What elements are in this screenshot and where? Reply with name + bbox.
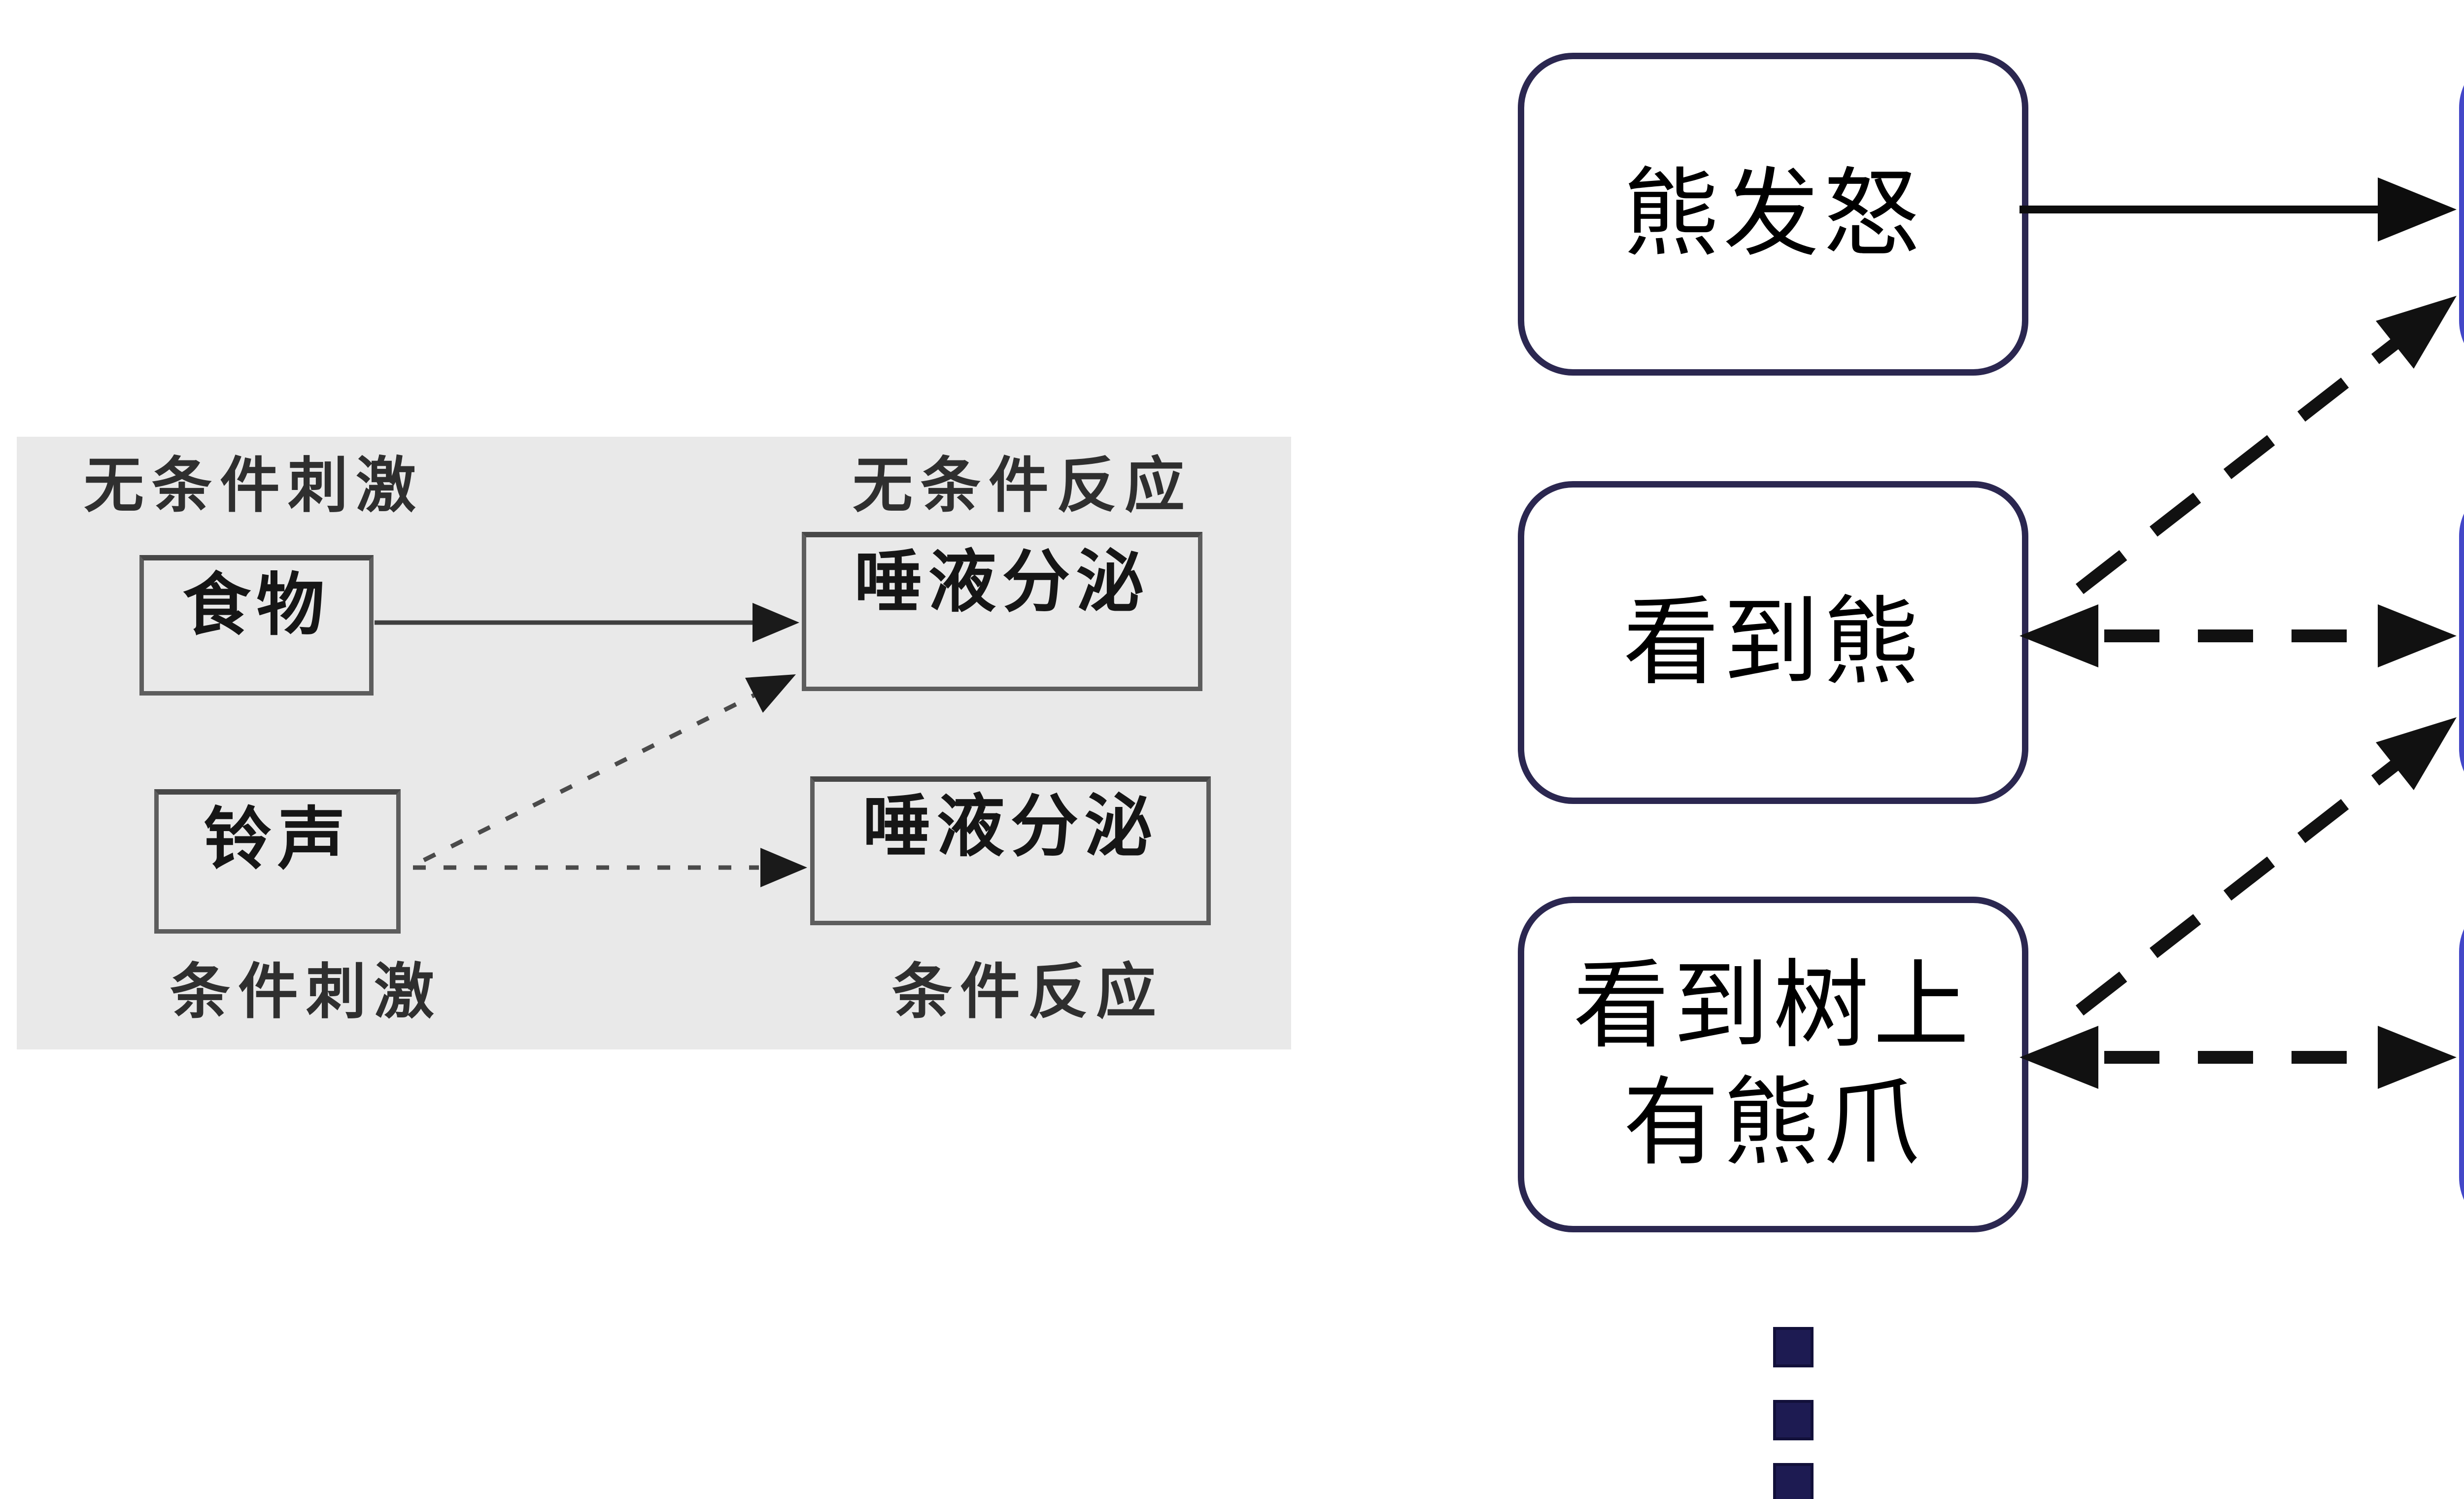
see-bear-to-next-value-dashed-arrow [2104, 604, 2457, 667]
reward-box: 奖励 [2459, 53, 2464, 376]
next-state-value-box: V(s′) [2459, 481, 2464, 804]
bell-box-label: 铃声 [203, 802, 351, 877]
bear-claw-to-value-dashed-arrow [2104, 1026, 2457, 1089]
see-bear-back-arrowhead [2019, 604, 2098, 667]
food-box-label: 食物 [182, 567, 331, 643]
salivation-top-box: 唾液分泌 [802, 532, 1202, 691]
ellipsis-dot-left [1773, 1400, 1814, 1440]
bear-angry-label: 熊发怒 [1623, 160, 1923, 268]
conditioned-stimulus-label: 条件刺激 [170, 958, 442, 1025]
unconditioned-response-label: 无条件反应 [853, 452, 1193, 519]
food-box: 食物 [139, 555, 374, 696]
see-bear-label: 看到熊 [1623, 588, 1923, 696]
bear-claw-label-line2: 有熊爪 [1623, 1069, 1923, 1177]
bear-angry-to-reward-arrow [2019, 177, 2457, 242]
unconditioned-stimulus-label: 无条件刺激 [84, 452, 424, 519]
see-bear-box: 看到熊 [1518, 481, 2028, 804]
bear-claw-to-next-value-dashed-arrow [2076, 717, 2457, 1016]
bear-angry-box: 熊发怒 [1518, 53, 2028, 376]
ellipsis-dot-left [1773, 1327, 1814, 1367]
salivation-top-label: 唾液分泌 [854, 544, 1150, 620]
salivation-bottom-label: 唾液分泌 [862, 789, 1159, 865]
conditioned-response-label: 条件反应 [892, 958, 1164, 1025]
salivation-bottom-box: 唾液分泌 [810, 776, 1211, 925]
bell-box: 铃声 [154, 789, 401, 934]
ellipsis-dot-left [1773, 1463, 1814, 1499]
bear-claw-back-arrowhead [2019, 1026, 2098, 1089]
classical-conditioning-panel: 无条件刺激 无条件反应 食物 唾液分泌 铃声 唾液分泌 条件刺激 条件反应 [17, 437, 1291, 1049]
bear-claw-label-line1: 看到树上 [1573, 951, 1973, 1059]
state-value-box: V(s) [2459, 897, 2464, 1232]
see-bear-to-reward-dashed-arrow [2076, 296, 2457, 594]
bear-claw-box: 看到树上 有熊爪 [1518, 897, 2028, 1232]
